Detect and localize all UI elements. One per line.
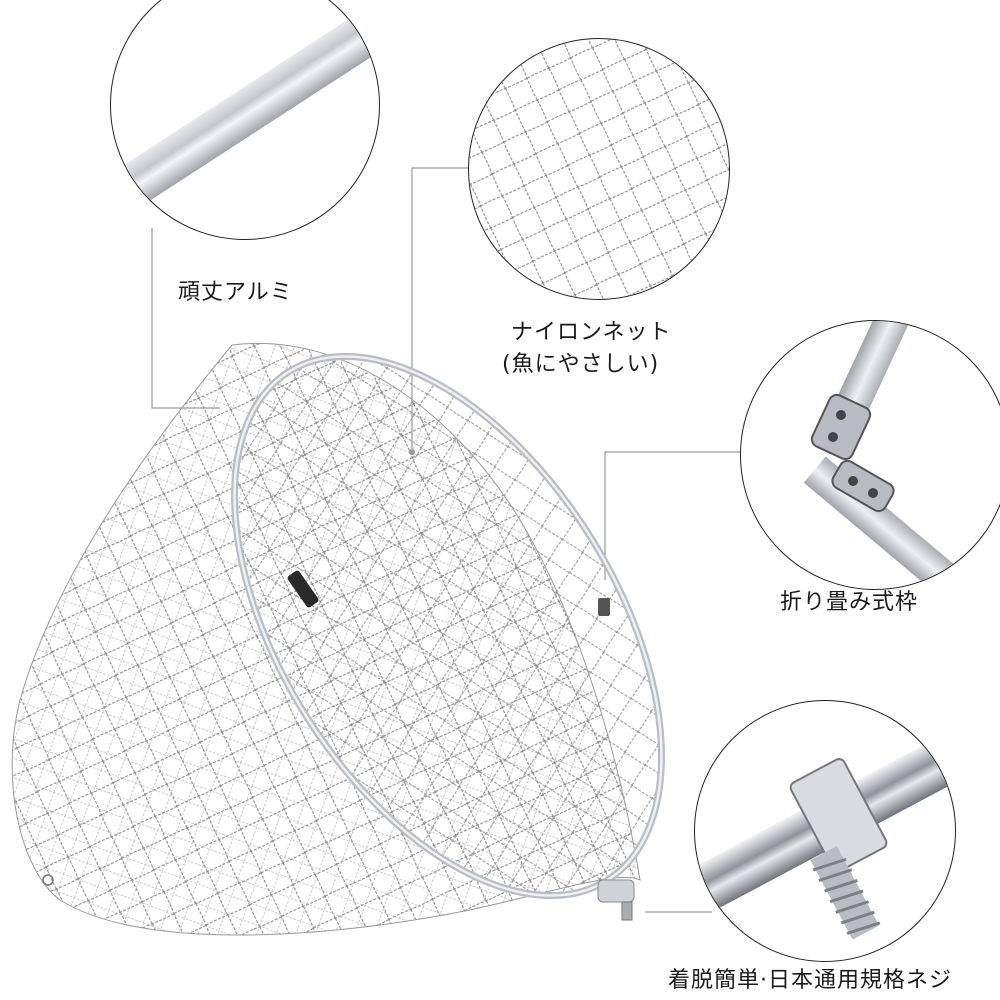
threaded-screw-icon <box>695 701 956 962</box>
net-label-line2: (魚にやさしい) <box>502 350 659 380</box>
net-label-line1: ナイロンネット <box>511 318 672 348</box>
screw-detail-circle <box>694 700 956 962</box>
aluminum-detail-circle <box>110 0 380 240</box>
net-detail-circle <box>468 38 730 300</box>
folding-hinge-icon <box>741 321 1000 590</box>
folding-label: 折り畳み式枠 <box>780 588 918 618</box>
folding-detail-circle <box>740 320 1000 590</box>
nylon-net-icon <box>469 39 730 300</box>
aluminum-rod-icon <box>111 0 380 240</box>
aluminum-label: 頑丈アルミ <box>178 278 293 308</box>
screw-label: 着脱簡単·日本通用規格ネジ <box>668 966 952 996</box>
